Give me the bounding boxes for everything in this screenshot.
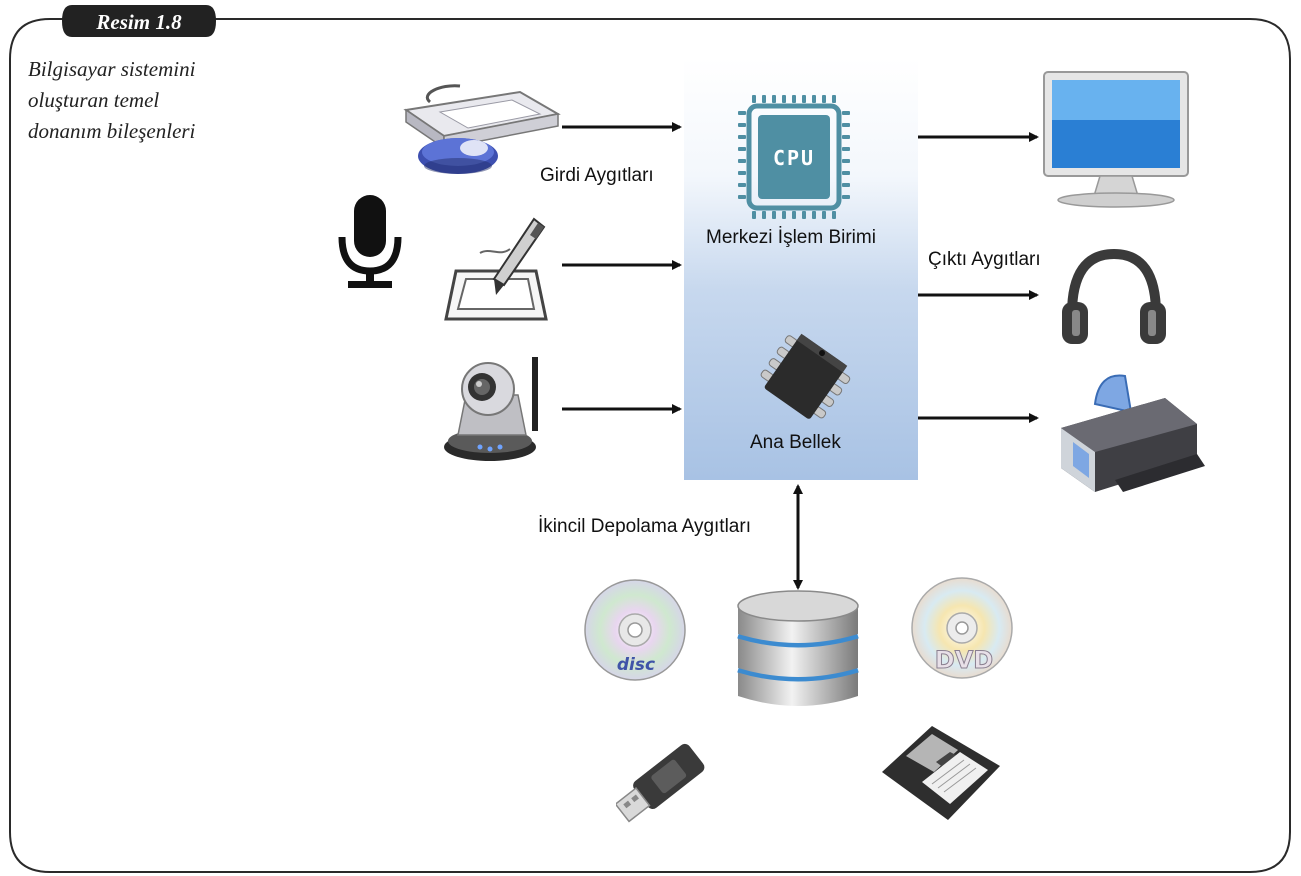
printer-icon [1061, 374, 1205, 492]
cpu-chip-text: CPU [773, 146, 815, 170]
figure-label: Resim 1.8 [96, 10, 182, 34]
floppy-disk-icon [882, 726, 1000, 820]
cpu-chip-icon: CPU [738, 95, 850, 219]
dvd-disc-text: DVD [935, 646, 993, 674]
dvd-disc-icon: DVD [911, 577, 1013, 679]
storage-devices-label: İkincil Depolama Aygıtları [538, 516, 751, 537]
headphones-icon [1062, 248, 1166, 344]
caption-line-2: oluşturan temel [28, 88, 160, 112]
output-devices-label: Çıktı Aygıtları [928, 249, 1041, 270]
cpu-label: Merkezi İşlem Birimi [706, 227, 876, 248]
cd-disc-icon: disc [584, 579, 686, 681]
usb-flash-drive-icon [616, 743, 705, 823]
figure-caption: Bilgisayar sistemini oluşturan temel don… [28, 54, 258, 147]
cd-disc-text: disc [617, 655, 655, 675]
memory-chip-icon [760, 333, 851, 419]
memory-label: Ana Bellek [750, 432, 841, 453]
caption-line-3: donanım bileşenleri [28, 119, 196, 143]
webcam-icon [444, 357, 538, 461]
input-devices-label: Girdi Aygıtları [540, 165, 654, 186]
scanner-mouse-icon [403, 84, 561, 174]
caption-line-1: Bilgisayar sistemini [28, 57, 196, 81]
monitor-icon [1043, 71, 1189, 208]
drawing-tablet-icon [444, 217, 548, 321]
microphone-icon [338, 195, 402, 288]
hard-disk-stack-icon [737, 590, 859, 706]
